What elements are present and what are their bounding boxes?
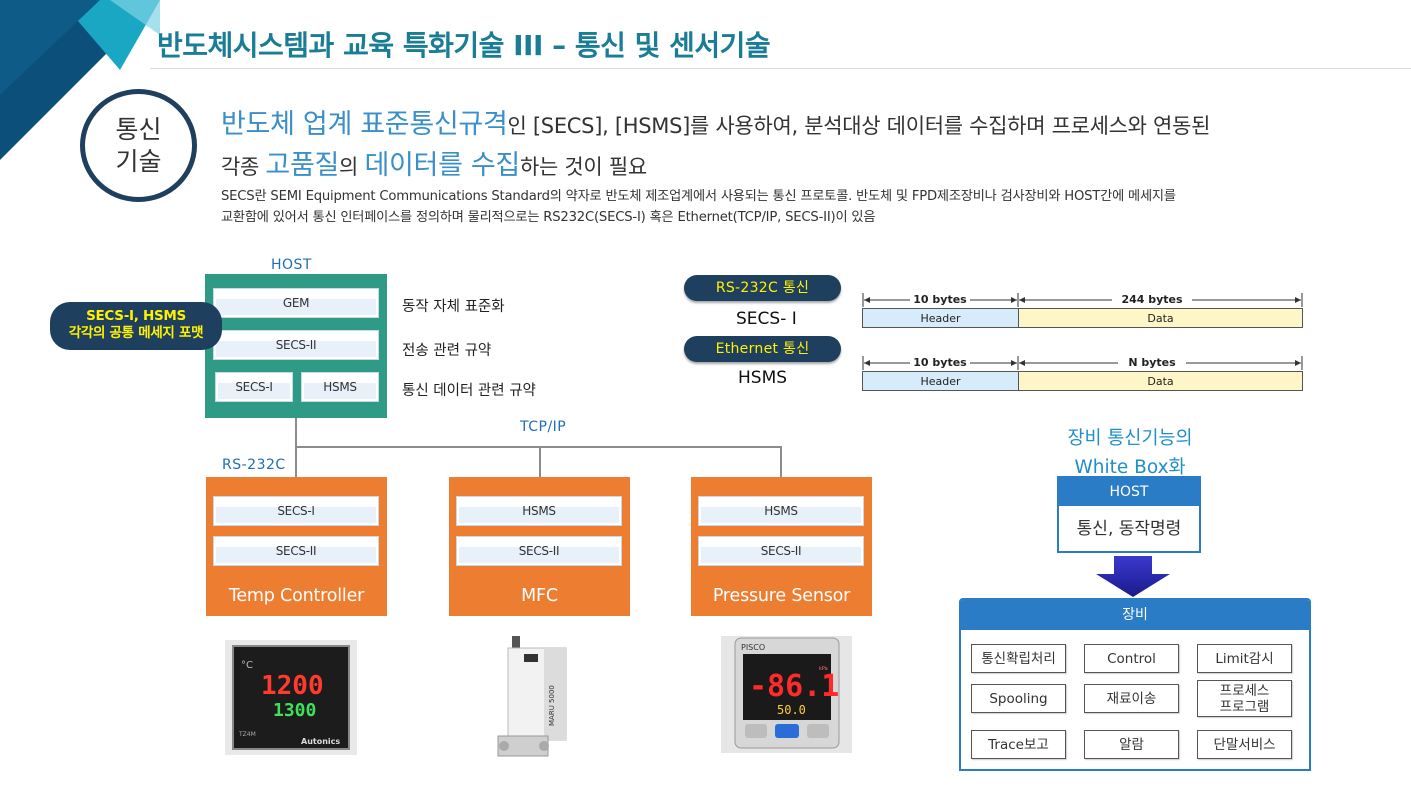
- ethernet-comm-pill: Ethernet 통신: [684, 336, 841, 362]
- whitebox-host-body: 통신, 동작명령: [1076, 519, 1182, 539]
- whitebox-title: 장비 통신기능의 White Box화: [1067, 428, 1193, 478]
- frame-dimension-arrows: [862, 356, 1303, 370]
- intro-description-1: SECS란 SEMI Equipment Communications Stan…: [221, 189, 1176, 204]
- intro-highlight-2: 고품질: [265, 150, 340, 181]
- hsms-protocol-label: HSMS: [738, 368, 788, 388]
- equipment-function-item: 알람: [1084, 730, 1179, 759]
- intro-line-1: 반도체 업계 표준통신규격인 [SECS], [HSMS]를 사용하여, 분석대…: [221, 109, 1211, 140]
- down-arrow-icon: [1096, 556, 1170, 597]
- mfc-model-label: MARU 5000: [548, 685, 556, 726]
- equipment-function-item: 통신확립처리: [971, 644, 1066, 673]
- intro-highlight-1: 반도체 업계 표준통신규격: [221, 109, 508, 140]
- host-label: HOST: [271, 257, 312, 273]
- header-size-label: 10 bytes: [913, 356, 967, 369]
- secs2-layer: SECS-II: [213, 330, 379, 360]
- mfc-drop-line: [539, 446, 541, 477]
- message-format-callout: SECS-I, HSMS 각각의 공통 메세지 포맷: [50, 302, 222, 350]
- page-title: 반도체시스템과 교육 특화기술 III – 통신 및 센서기술: [157, 29, 771, 62]
- mfc-image: MARU 5000: [497, 636, 567, 757]
- frame-cells: Header Data: [862, 371, 1303, 391]
- equipment-function-item: 재료이송: [1084, 684, 1179, 713]
- corner-decoration: [0, 0, 160, 160]
- secs1-protocol-label: SECS- I: [736, 309, 797, 329]
- equipment-function-item: Spooling: [971, 684, 1066, 713]
- whitebox-host-header: HOST: [1059, 478, 1199, 506]
- host-drop-line: [295, 418, 297, 448]
- frame-data-cell: Data: [1019, 309, 1302, 327]
- equipment-function-item: Control: [1084, 644, 1179, 673]
- badge-line1: 통신: [115, 114, 162, 144]
- device-protocol-1: HSMS: [698, 496, 864, 526]
- device-name: Temp Controller: [228, 586, 365, 606]
- intro-highlight-3: 데이터를 수집: [364, 150, 520, 181]
- sensor-drop-line: [780, 446, 782, 477]
- svg-text:°C: °C: [241, 660, 253, 671]
- pressure-unit-label: kPa: [819, 666, 828, 672]
- equipment-function-item: 단말서비스: [1197, 730, 1292, 759]
- equipment-function-item: Trace보고: [971, 730, 1066, 759]
- device-protocol-2: SECS-II: [698, 536, 864, 566]
- temp-model-label: TZ4M: [238, 731, 256, 738]
- device-protocol-2: SECS-II: [213, 536, 379, 566]
- layer-label-transport: 통신 데이터 관련 규약: [402, 383, 536, 399]
- device-protocol-1: SECS-I: [213, 496, 379, 526]
- frame-header-cell: Header: [863, 309, 1019, 327]
- layer-label-gem: 동작 자체 표준화: [402, 299, 505, 315]
- device-protocol-1: HSMS: [456, 496, 622, 526]
- device-mfc: HSMS SECS-II MFC: [449, 477, 630, 616]
- tcpip-label: TCP/IP: [520, 419, 567, 435]
- whitebox-host-box: HOST 통신, 동작명령: [1057, 476, 1201, 553]
- header-size-label: 10 bytes: [913, 293, 967, 306]
- frame-header-cell: Header: [863, 372, 1019, 390]
- host-protocol-stack: GEM SECS-II SECS-I HSMS: [205, 274, 387, 418]
- temp-brand-label: Autonics: [301, 737, 340, 746]
- data-size-label: N bytes: [1128, 356, 1176, 369]
- device-name: Pressure Sensor: [712, 586, 851, 606]
- pressure-sensor-image: PISCO -86.1 kPa 50.0: [721, 636, 852, 753]
- gem-layer: GEM: [213, 288, 379, 318]
- rs232c-drop-line: [295, 446, 297, 477]
- hsms-layer: HSMS: [301, 372, 379, 402]
- device-pressure-sensor: HSMS SECS-II Pressure Sensor: [691, 477, 872, 616]
- data-size-label: 244 bytes: [1121, 293, 1183, 306]
- intro-description-2: 교환함에 있어서 통신 인터페이스를 정의하며 물리적으로는 RS232C(SE…: [221, 210, 876, 225]
- equipment-function-item: Limit감시: [1197, 644, 1292, 673]
- header-divider: [150, 68, 1411, 69]
- badge-line2: 기술: [115, 146, 162, 176]
- device-protocol-2: SECS-II: [456, 536, 622, 566]
- intro-line-2: 각종 고품질의 데이터를 수집하는 것이 필요: [221, 150, 647, 181]
- frame-cells: Header Data: [862, 308, 1303, 328]
- rs232c-label: RS-232C: [222, 457, 286, 473]
- temp-sv-display: 1300: [273, 700, 316, 721]
- layer-label-secs2: 전송 관련 규약: [402, 343, 492, 359]
- pressure-brand-label: PISCO: [741, 643, 765, 652]
- temp-controller-image: °C 1200 1300 TZ4M Autonics: [225, 640, 357, 755]
- equipment-header: 장비: [961, 600, 1309, 630]
- frame-data-cell: Data: [1019, 372, 1302, 390]
- secs1-layer: SECS-I: [215, 372, 293, 402]
- device-name: MFC: [521, 586, 558, 606]
- frame-dimension-arrows: [862, 293, 1303, 307]
- pressure-value-display: -86.1: [749, 669, 839, 704]
- pressure-sub-display: 50.0: [777, 703, 806, 717]
- temp-pv-display: 1200: [261, 671, 324, 701]
- rs232c-comm-pill: RS-232C 통신: [684, 275, 841, 301]
- device-temp-controller: SECS-I SECS-II Temp Controller: [206, 477, 387, 616]
- tcpip-bus-line: [295, 446, 782, 448]
